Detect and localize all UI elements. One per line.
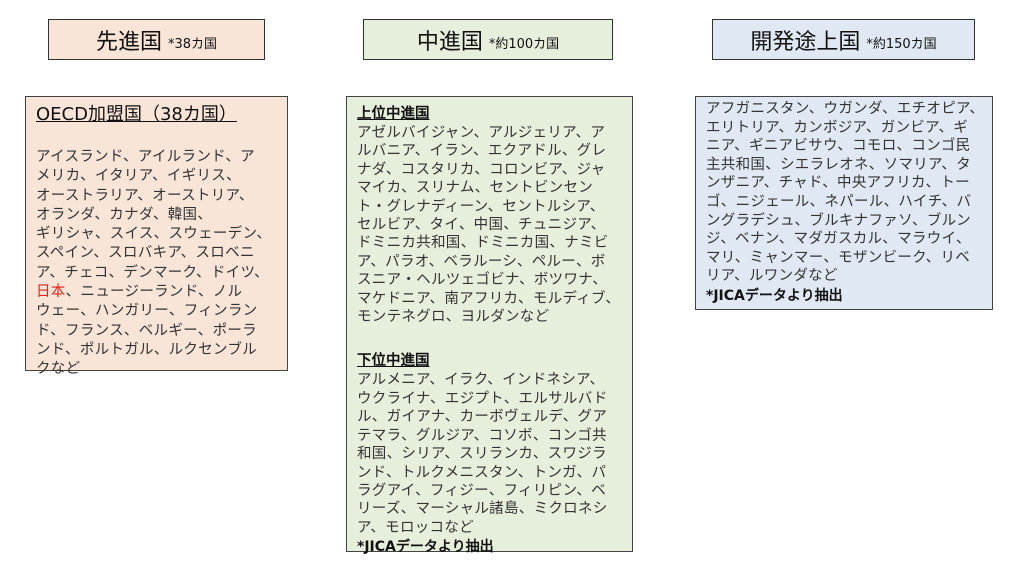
list-line: マリ、ミャンマー、モザンビーク、リベ (706, 249, 971, 266)
list-line: ウクライナ、エジプト、エルサルバド (357, 390, 608, 407)
source-note: *JICAデータより抽出 (357, 539, 494, 556)
list-line: クなど (36, 361, 81, 378)
list-line: 日本、ニュージーランド、ノル (36, 283, 277, 302)
list-line: セルビア、タイ、中国、チュニジア、 (357, 217, 606, 234)
header-developing: 開発途上国 *約150カ国 (712, 19, 975, 60)
list-line: モンテネグロ、ヨルダンなど (357, 309, 550, 326)
list-line: ゴ、ニジェール、ネパール、ハイチ、バ (706, 193, 972, 210)
header-note: *約100カ国 (488, 37, 560, 52)
list-line: ド、フランス、ベルギー、ポーラ (36, 322, 257, 339)
list-line: テマラ、グルジア、コソボ、コンゴ共 (357, 427, 607, 444)
developing-country-list: アフガニスタン、ウガンダ、エチオピア、エリトリア、カンボジア、ガンビア、ギニア、… (706, 100, 985, 286)
japan-highlight: 日本 (36, 284, 66, 301)
lower-middle-heading: 下位中進国 (357, 353, 430, 370)
list-line: ニア、ギニアビサウ、コモロ、コンゴ民 (706, 138, 971, 155)
header-note: *38カ国 (167, 37, 218, 52)
developing-box: アフガニスタン、ウガンダ、エチオピア、エリトリア、カンボジア、ガンビア、ギニア、… (695, 96, 993, 310)
list-line: ンザニア、チャド、中央アフリカ、トー (706, 175, 970, 192)
list-line: スペイン、スロバキア、スロベニ (36, 245, 255, 262)
list-line: ジ、ベナン、マダガスカル、マラウイ、 (706, 231, 971, 248)
list-line: アフガニスタン、ウガンダ、エチオピア、 (706, 101, 985, 117)
header-middle: 中進国 *約100カ国 (363, 19, 613, 60)
list-line: アイスランド、アイルランド、ア (36, 149, 255, 165)
list-line: ングラデシュ、ブルキナファソ、ブルン (706, 212, 971, 229)
list-line: ンド、トルクメニスタン、トンガ、パ (357, 464, 607, 481)
list-line: リーズ、マーシャル諸島、ミクロネシ (357, 501, 608, 518)
list-line: ドミニカ共和国、ドミニカ国、ナミビ (357, 235, 609, 252)
list-line-rest: 、ニュージーランド、ノル (65, 284, 243, 301)
list-line: ナダ、コスタリカ、コロンビア、ジャ (357, 161, 606, 178)
list-line: オランダ、カナダ、韓国、 (36, 206, 213, 223)
header-title: 中進国 (416, 29, 483, 55)
list-line: エリトリア、カンボジア、ガンビア、ギ (706, 119, 969, 136)
list-line: アルメニア、イラク、インドネシア、 (357, 372, 605, 389)
source-note: *JICAデータより抽出 (706, 287, 843, 304)
list-line: リア、ルワンダなど (706, 268, 838, 285)
list-line: ンド、ポルトガル、ルクセンブル (36, 341, 257, 358)
upper-middle-heading: 上位中進国 (357, 106, 430, 122)
developed-box: OECD加盟国（38カ国） アイスランド、アイルランド、アメリカ、イタリア、イギ… (25, 96, 288, 377)
list-line: ア、モロッコなど (357, 519, 474, 536)
list-line: ウェー、ハンガリー、フィンラン (36, 303, 258, 320)
lower-middle-list: アルメニア、イラク、インドネシア、ウクライナ、エジプト、エルサルバドル、ガイアナ… (357, 371, 622, 537)
header-title: 先進国 (95, 29, 162, 55)
header-title: 開発途上国 (750, 29, 861, 55)
list-line: メリカ、イタリア、イギリス、 (36, 168, 241, 185)
middle-box: 上位中進国 アゼルバイジャン、アルジェリア、アルバニア、イラン、エクアドル、グレ… (346, 96, 633, 555)
list-line: スニア・ヘルツェゴビナ、ボツワナ、 (357, 272, 608, 289)
list-line: ルバニア、イラン、エクアドル、グレ (357, 143, 607, 160)
list-line: ラグアイ、フィジー、フィリピン、ベ (357, 482, 606, 499)
list-line: オーストラリア、オーストリア、 (36, 187, 254, 204)
header-developed: 先進国 *38カ国 (48, 19, 265, 60)
list-line: 和国、シリア、スリランカ、スワジラ (357, 446, 607, 463)
list-line: アゼルバイジャン、アルジェリア、ア (357, 125, 606, 141)
list-line: ア、チェコ、デンマーク、ドイツ、 (36, 264, 269, 281)
header-note: *約150カ国 (866, 37, 937, 52)
oecd-heading: OECD加盟国（38カ国） (36, 104, 237, 125)
list-line: ル、ガイアナ、カーボヴェルデ、グア (357, 409, 608, 426)
list-line: ア、パラオ、ベラルーシ、ペルー、ボ (357, 253, 606, 270)
list-line: ト・グレナディーン、セントルシア、 (357, 198, 605, 215)
upper-middle-list: アゼルバイジャン、アルジェリア、アルバニア、イラン、エクアドル、グレナダ、コスタ… (357, 124, 622, 326)
list-line: ギリシャ、スイス、スウェーデン、 (36, 226, 272, 243)
list-line: マイカ、スリナム、セントビンセン (357, 180, 594, 197)
list-line: 主共和国、シエラレオネ、ソマリア、タ (706, 156, 971, 173)
list-line: マケドニア、南アフリカ、モルディブ、 (357, 290, 621, 307)
developed-country-list: アイスランド、アイルランド、アメリカ、イタリア、イギリス、オーストラリア、オース… (36, 148, 277, 380)
